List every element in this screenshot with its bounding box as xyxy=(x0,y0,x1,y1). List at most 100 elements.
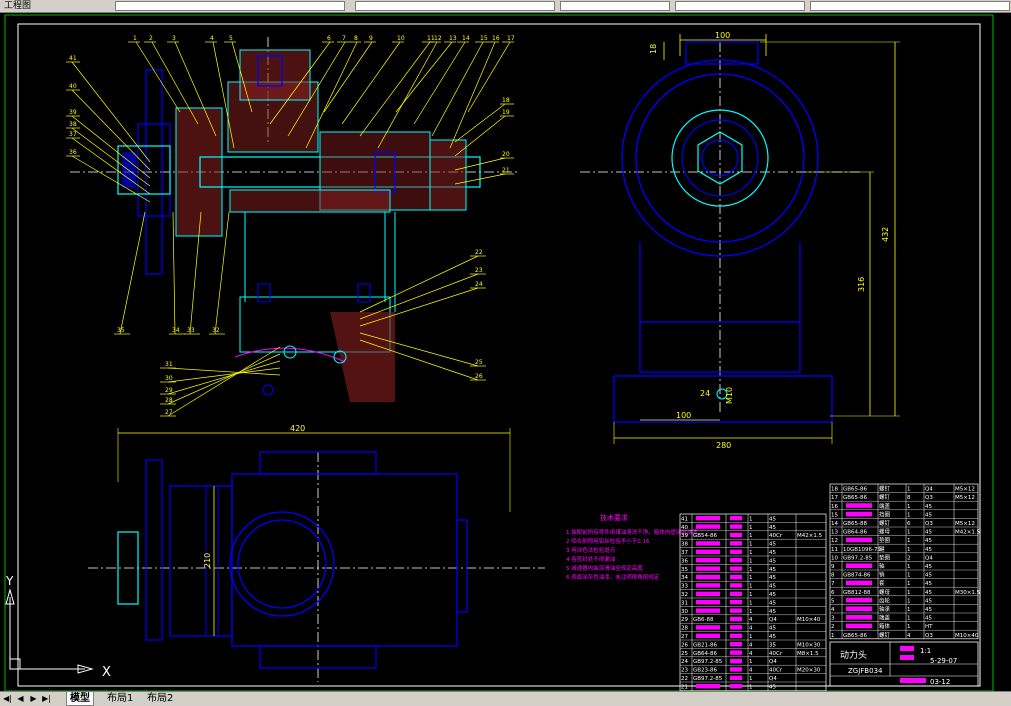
inner-frame xyxy=(17,23,981,687)
bom-cell: 45 xyxy=(769,575,776,581)
bom-cell: 40Cr xyxy=(769,651,783,657)
tab-nav-button[interactable]: ◀ xyxy=(17,694,24,703)
leader-number: 21 xyxy=(502,167,510,174)
bom-cell: 1 xyxy=(907,573,911,579)
bom-cell: 1 xyxy=(907,590,911,596)
bom-cell: 45 xyxy=(925,590,932,596)
bom-cell: 45 xyxy=(769,684,776,690)
leader-number: 41 xyxy=(69,55,77,62)
bom-cell: M10×40 xyxy=(797,617,821,623)
leader-number: 35 xyxy=(117,327,125,334)
bom-cell: 35 xyxy=(769,642,776,648)
bom-cell: 1 xyxy=(907,538,911,544)
leader-number: 2 xyxy=(149,35,153,42)
bom-cell: M42×1.5 xyxy=(797,533,823,539)
bom-cell: 45 xyxy=(925,564,932,570)
bom-cell: 45 xyxy=(925,538,932,544)
bom-cell: 套 xyxy=(879,579,885,587)
bom-cell: 37 xyxy=(681,550,688,556)
bom-cell: 螺钉 xyxy=(879,485,891,493)
bom-cell: 1 xyxy=(749,542,753,548)
tech-note-line: 3 用涂色法检验斑点 xyxy=(566,546,616,554)
tab-nav-button[interactable]: ◀| xyxy=(3,694,12,703)
leader-number: 8 xyxy=(354,35,358,42)
plan-view: 420 210 xyxy=(88,424,545,682)
layout-tab-bar: ◀| ◀ ▶ ▶| 模型 布局1 布局2 xyxy=(0,691,1011,706)
bom-cell: 9 xyxy=(831,564,835,570)
bom-cell: 45 xyxy=(769,516,776,522)
color-dropdown[interactable] xyxy=(355,1,555,11)
bom-cell: 1 xyxy=(749,684,753,690)
leader-number: 34 xyxy=(172,327,180,334)
bom-cell: 8 xyxy=(907,495,911,501)
bom-cell: 1 xyxy=(749,525,753,531)
bom-cell: 25 xyxy=(681,651,688,657)
bom-cell: 1 xyxy=(831,633,835,639)
plotstyle-dropdown[interactable] xyxy=(810,1,1010,11)
bom-cell: 33 xyxy=(681,584,688,590)
dim-base-width: 280 xyxy=(716,441,731,450)
bom-cell: 1 xyxy=(907,607,911,613)
linetype-dropdown[interactable] xyxy=(560,1,670,11)
title-scale: 1:1 xyxy=(920,647,931,655)
bom-cell: 垫圈 xyxy=(879,536,891,544)
tab-nav-button[interactable]: ▶| xyxy=(42,694,51,703)
dim-height-total: 432 xyxy=(881,227,890,242)
bom-cell: 26 xyxy=(681,642,688,648)
tab-nav-button[interactable]: ▶ xyxy=(30,694,37,703)
bom-cell: 1 xyxy=(907,581,911,587)
bom-cell: GB64-86 xyxy=(693,651,718,657)
layout-tab[interactable]: 布局1 xyxy=(107,693,134,704)
layer-dropdown[interactable] xyxy=(115,1,345,11)
leader-number: 40 xyxy=(69,83,77,90)
bom-cell: 4 xyxy=(907,633,911,639)
bom-cell: 1 xyxy=(907,512,911,518)
leader-number: 31 xyxy=(165,361,173,368)
bom-cell: 螺母 xyxy=(879,528,891,536)
tech-note-line: 2 啮合侧隙用铅丝检验不小于0.16 xyxy=(566,537,650,545)
ucs-x-label: X xyxy=(102,665,111,680)
bom-cell: 8 xyxy=(831,573,835,579)
leader-number: 16 xyxy=(492,35,500,42)
leader-number: 15 xyxy=(480,35,488,42)
bom-cell: 4 xyxy=(749,642,753,648)
bom-cell: 1 xyxy=(907,616,911,622)
bom-cell: 轴承 xyxy=(879,605,891,613)
leader-number: 28 xyxy=(165,397,173,404)
title-code: ZGJFB034 xyxy=(848,667,883,675)
bom-cell: GB812-88 xyxy=(843,590,871,596)
tech-note-line: 4 各密封处不得漏油 xyxy=(566,555,616,563)
leader-number: 32 xyxy=(212,327,220,334)
layout-tab[interactable]: 布局2 xyxy=(147,693,174,704)
bom-cell: GB97.2-85 xyxy=(843,555,873,561)
bom-cell: 39 xyxy=(681,533,688,539)
leader-number: 23 xyxy=(475,267,483,274)
bom-cell: M20×30 xyxy=(797,668,821,674)
bom-cell: M42×1.5 xyxy=(955,530,981,536)
bom-cell: Q4 xyxy=(769,676,777,682)
layout-tab[interactable]: 模型 xyxy=(66,692,94,706)
bom-cell: GB65-86 xyxy=(843,487,868,493)
bom-cell: 1 xyxy=(907,598,911,604)
bom-cell: 45 xyxy=(769,592,776,598)
bom-cell: M5×12 xyxy=(955,521,975,527)
title-date: 5-29-07 xyxy=(930,657,957,665)
lineweight-dropdown[interactable] xyxy=(675,1,805,11)
bom-cell: 45 xyxy=(925,607,932,613)
toolbar-title: 工程图 xyxy=(4,1,32,11)
bom-cell: 45 xyxy=(925,581,932,587)
bom-cell: 垫圈 xyxy=(879,553,891,561)
side-view-dimensions: 100 18 432 316 280 100 24 M10 xyxy=(613,31,900,450)
bom-cell: 45 xyxy=(769,609,776,615)
bom-cell: 端盖 xyxy=(879,502,891,510)
toolbar: 工程图 xyxy=(0,0,1011,13)
outer-frame xyxy=(4,14,994,691)
leader-number: 39 xyxy=(69,109,77,116)
